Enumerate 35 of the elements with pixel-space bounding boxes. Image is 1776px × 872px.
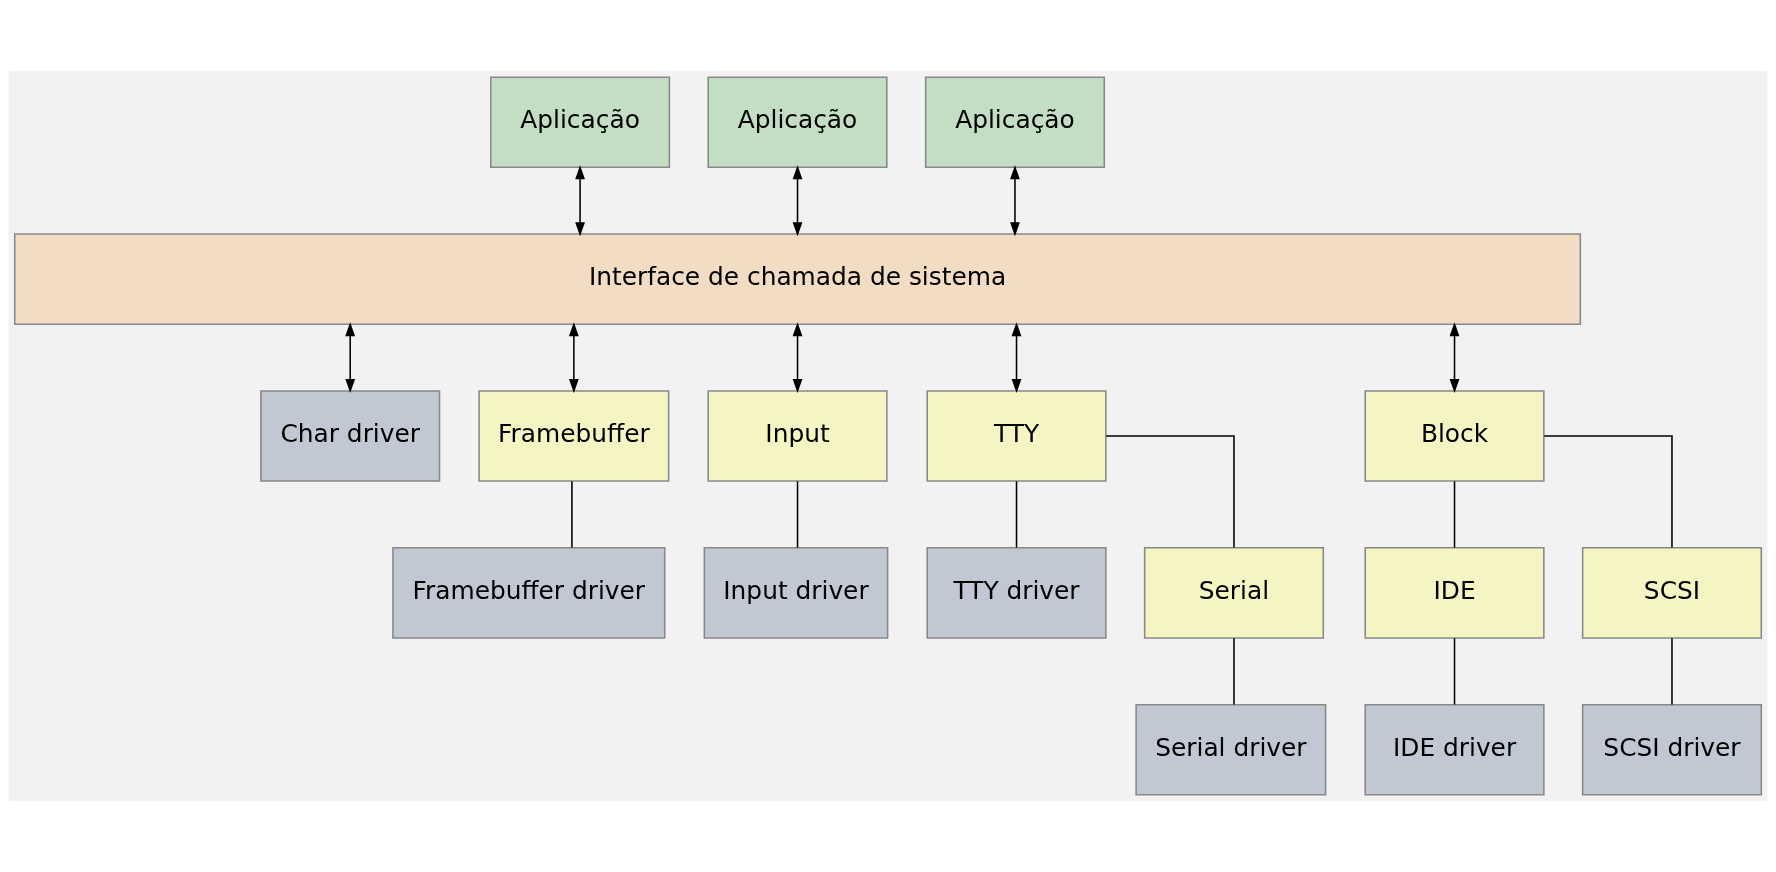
connector	[571, 480, 573, 549]
arrow	[792, 322, 803, 394]
node-box: IDE	[1364, 547, 1545, 639]
node-box: IDE driver	[1364, 703, 1545, 796]
connector	[1233, 637, 1235, 706]
node-box: Framebuffer	[478, 390, 670, 482]
arrow	[575, 165, 585, 237]
arrow	[792, 165, 803, 237]
node-box: TTY driver	[926, 547, 1107, 639]
arrow	[1449, 322, 1460, 394]
connector	[1453, 480, 1456, 549]
connector	[1015, 480, 1018, 549]
node-box: Input driver	[703, 547, 889, 639]
node-box: Input	[707, 390, 888, 482]
connector	[796, 480, 799, 549]
arrow	[1010, 165, 1020, 237]
connector	[1671, 637, 1673, 706]
node-box: Block	[1364, 390, 1545, 482]
arrow	[345, 322, 356, 394]
node-box: Char driver	[260, 390, 441, 482]
node-box: Aplicação	[490, 76, 671, 169]
connector	[1543, 435, 1673, 549]
node-box: Serial	[1143, 547, 1325, 639]
node-box: Aplicação	[707, 76, 888, 169]
node-box: Framebuffer driver	[392, 547, 666, 639]
connector	[1105, 435, 1235, 549]
connector	[1453, 637, 1456, 706]
node-box: SCSI driver	[1581, 703, 1763, 796]
node-box: Interface de chamada de sistema	[13, 233, 1582, 325]
node-box: Serial driver	[1135, 703, 1327, 796]
arrow	[568, 322, 579, 394]
arrow	[1011, 322, 1022, 394]
node-box: Aplicação	[924, 76, 1106, 169]
node-box: TTY	[926, 390, 1107, 482]
node-box: SCSI	[1581, 547, 1763, 639]
